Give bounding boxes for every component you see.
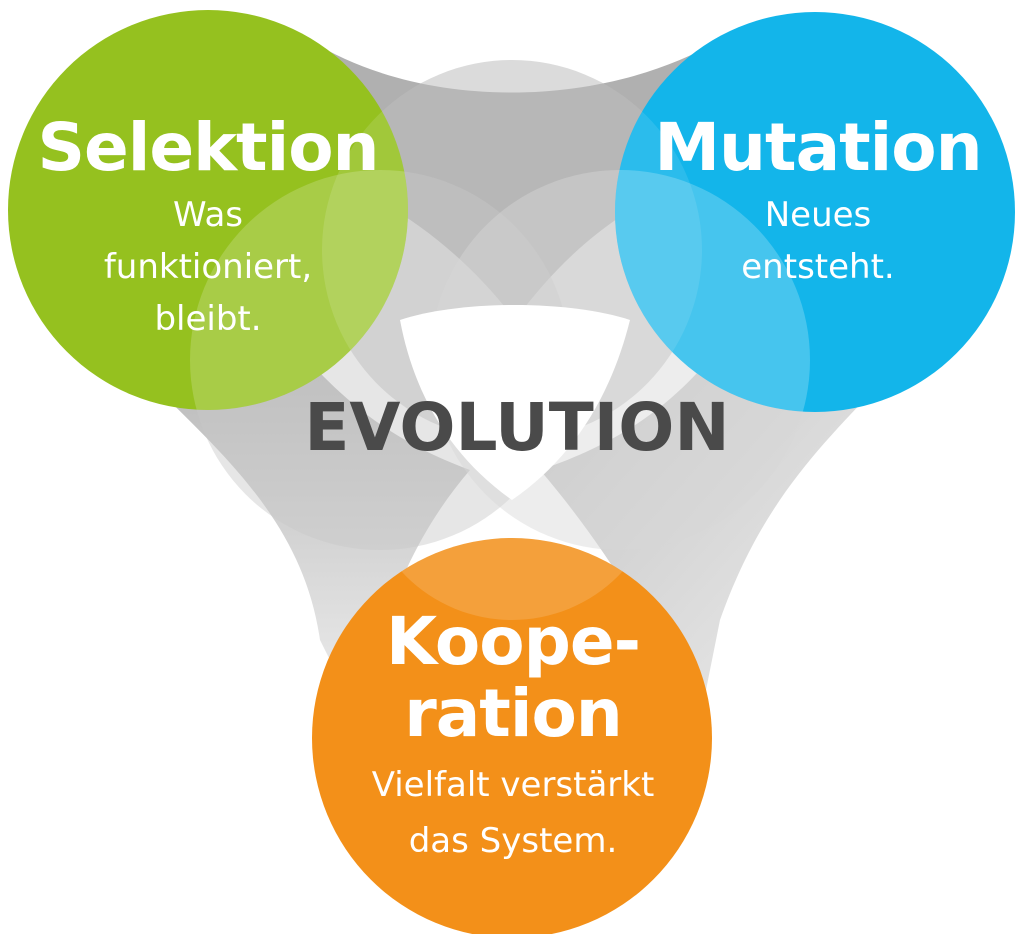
mutation-title: Mutation [654, 109, 982, 186]
evolution-title: EVOLUTION [304, 389, 730, 466]
kooperation-circle [312, 538, 712, 934]
kooperation-title-1: Koope- [385, 603, 641, 680]
mutation-circle [615, 12, 1015, 412]
center-lens [400, 305, 630, 500]
mutation-label: Mutation Neues entsteht. [628, 112, 1008, 288]
selektion-line-3: bleibt. [154, 299, 262, 339]
selektion-line-2: funktioniert, [103, 247, 313, 287]
kooperation-line-1: Vielfalt verstärkt [371, 765, 655, 805]
selektion-title: Selektion [37, 109, 379, 186]
mutation-line-1: Neues [764, 195, 872, 235]
selektion-line-1: Was [173, 195, 243, 235]
kooperation-title-2: ration [404, 675, 623, 752]
kooperation-label: Koope- ration Vielfalt verstärkt das Sys… [318, 606, 708, 862]
selektion-circle [8, 10, 408, 410]
kooperation-line-2: das System. [408, 821, 618, 861]
mutation-line-2: entsteht. [741, 247, 895, 287]
selektion-label: Selektion Was funktioniert, bleibt. [18, 112, 398, 340]
